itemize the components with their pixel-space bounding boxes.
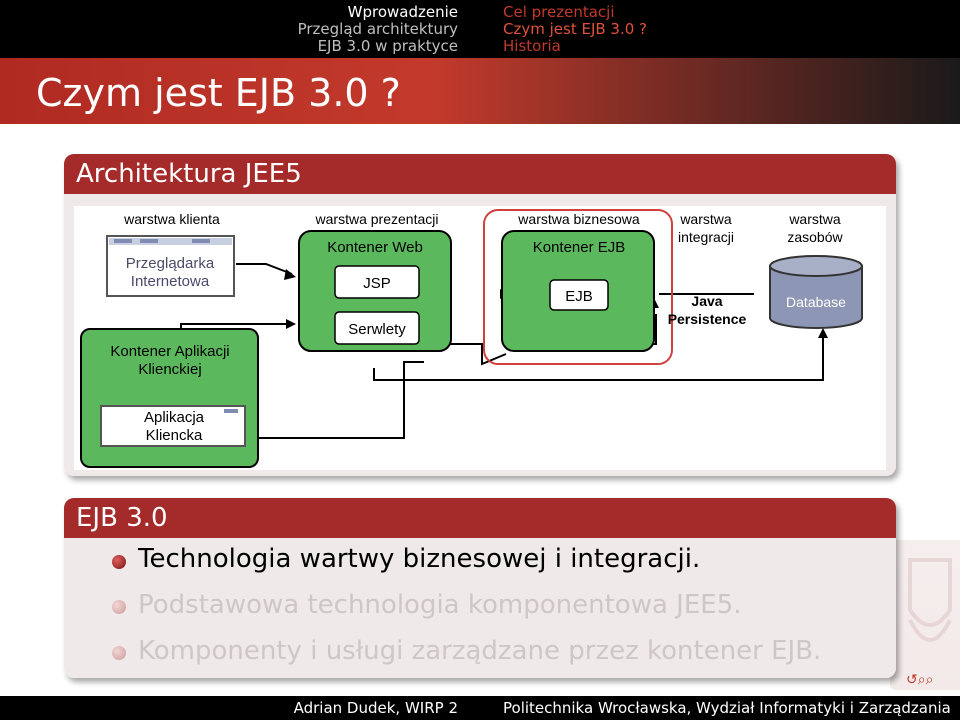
- jsp-box: [334, 265, 420, 299]
- database-label: Database: [786, 294, 846, 310]
- beamer-navigation-icons[interactable]: ↺​⌕​⌕: [906, 672, 934, 688]
- layer-label-business: warstwa biznesowa: [517, 211, 640, 227]
- footer-institution-text: Politechnika Wrocławska, Wydział Informa…: [503, 699, 951, 717]
- ejb30-block-header: [64, 498, 896, 538]
- app-client-container-label-line2: Klienckiej: [138, 361, 201, 378]
- ejb-box: [549, 279, 609, 311]
- ejb30-item-3: Komponenty i usługi zarządzane przez kon…: [138, 636, 822, 666]
- nav-subsection-goal[interactable]: Cel prezentacji: [503, 3, 615, 21]
- database-icon: [769, 255, 863, 329]
- footer-author: Adrian Dudek, WIRP 2: [0, 696, 480, 720]
- architecture-block: Architektura JEE5 warstwa klienta warstw…: [64, 154, 896, 476]
- nav-section-intro[interactable]: Wprowadzenie: [347, 3, 458, 21]
- bullet-faded: [112, 646, 126, 660]
- nav-subsection-history[interactable]: Historia: [503, 37, 561, 55]
- nav-section-practice[interactable]: EJB 3.0 w praktyce: [317, 37, 458, 55]
- nav-subsection-what-is-ejb[interactable]: Czym jest EJB 3.0 ?: [503, 20, 648, 38]
- jsp-label: JSP: [363, 275, 391, 292]
- client-app-label-line2: Kliencka: [146, 427, 203, 444]
- layer-label-integration-line1: warstwa: [679, 211, 732, 227]
- ejb-container-label: Kontener EJB: [533, 239, 626, 256]
- nav-subsections: Cel prezentacji Czym jest EJB 3.0 ? Hist…: [480, 0, 960, 58]
- app-client-container-label-line1: Kontener Aplikacji: [110, 343, 229, 360]
- footer-institution: Politechnika Wrocławska, Wydział Informa…: [480, 696, 960, 720]
- layer-label-resources-line2: zasobów: [787, 229, 843, 245]
- architecture-block-header: [64, 154, 896, 194]
- bullet-active: [112, 555, 126, 569]
- servlets-box: [334, 311, 420, 345]
- ejb30-block: EJB 3.0: [64, 498, 896, 678]
- nav-sections: Wprowadzenie Przegląd architektury EJB 3…: [0, 0, 480, 58]
- university-logo-watermark: [890, 540, 960, 690]
- persistence-label-line1: Java: [691, 293, 722, 309]
- client-app-label-line1: Aplikacja: [144, 409, 205, 426]
- servlets-label: Serwlety: [348, 321, 406, 338]
- footer: Adrian Dudek, WIRP 2 Politechnika Wrocła…: [0, 696, 960, 720]
- layer-label-presentation: warstwa prezentacji: [315, 211, 439, 227]
- ejb30-block-body: [64, 538, 896, 678]
- ejb30-item-2: Podstawowa technologia komponentowa JEE5…: [138, 590, 742, 620]
- jee5-architecture-diagram: warstwa klienta warstwa prezentacji wars…: [74, 206, 886, 470]
- ejb30-block-title: EJB 3.0: [76, 503, 168, 533]
- persistence-label-line2: Persistence: [668, 311, 747, 327]
- business-tier-highlight: [483, 209, 673, 365]
- layer-label-client: warstwa klienta: [123, 211, 220, 227]
- browser-label-line1: Przeglądarka: [126, 255, 215, 272]
- layer-label-resources-line1: warstwa: [788, 211, 841, 227]
- frame-title: Czym jest EJB 3.0 ?: [36, 71, 401, 115]
- browser-label-line2: Internetowa: [131, 273, 210, 290]
- frame-title-bar: [0, 58, 960, 124]
- browser-window: [106, 235, 235, 297]
- layer-label-integration-line2: integracji: [678, 229, 734, 245]
- architecture-block-title: Architektura JEE5: [76, 159, 302, 189]
- footer-author-text: Adrian Dudek, WIRP 2: [293, 699, 458, 717]
- ejb30-item-1: Technologia wartwy biznesowej i integrac…: [138, 544, 701, 574]
- bullet-faded: [112, 600, 126, 614]
- web-container-label: Kontener Web: [327, 239, 423, 256]
- nav-section-architecture[interactable]: Przegląd architektury: [297, 20, 458, 38]
- client-app-window: [100, 405, 246, 447]
- ejb-label: EJB: [565, 288, 593, 305]
- header-navigation: Wprowadzenie Przegląd architektury EJB 3…: [0, 0, 960, 58]
